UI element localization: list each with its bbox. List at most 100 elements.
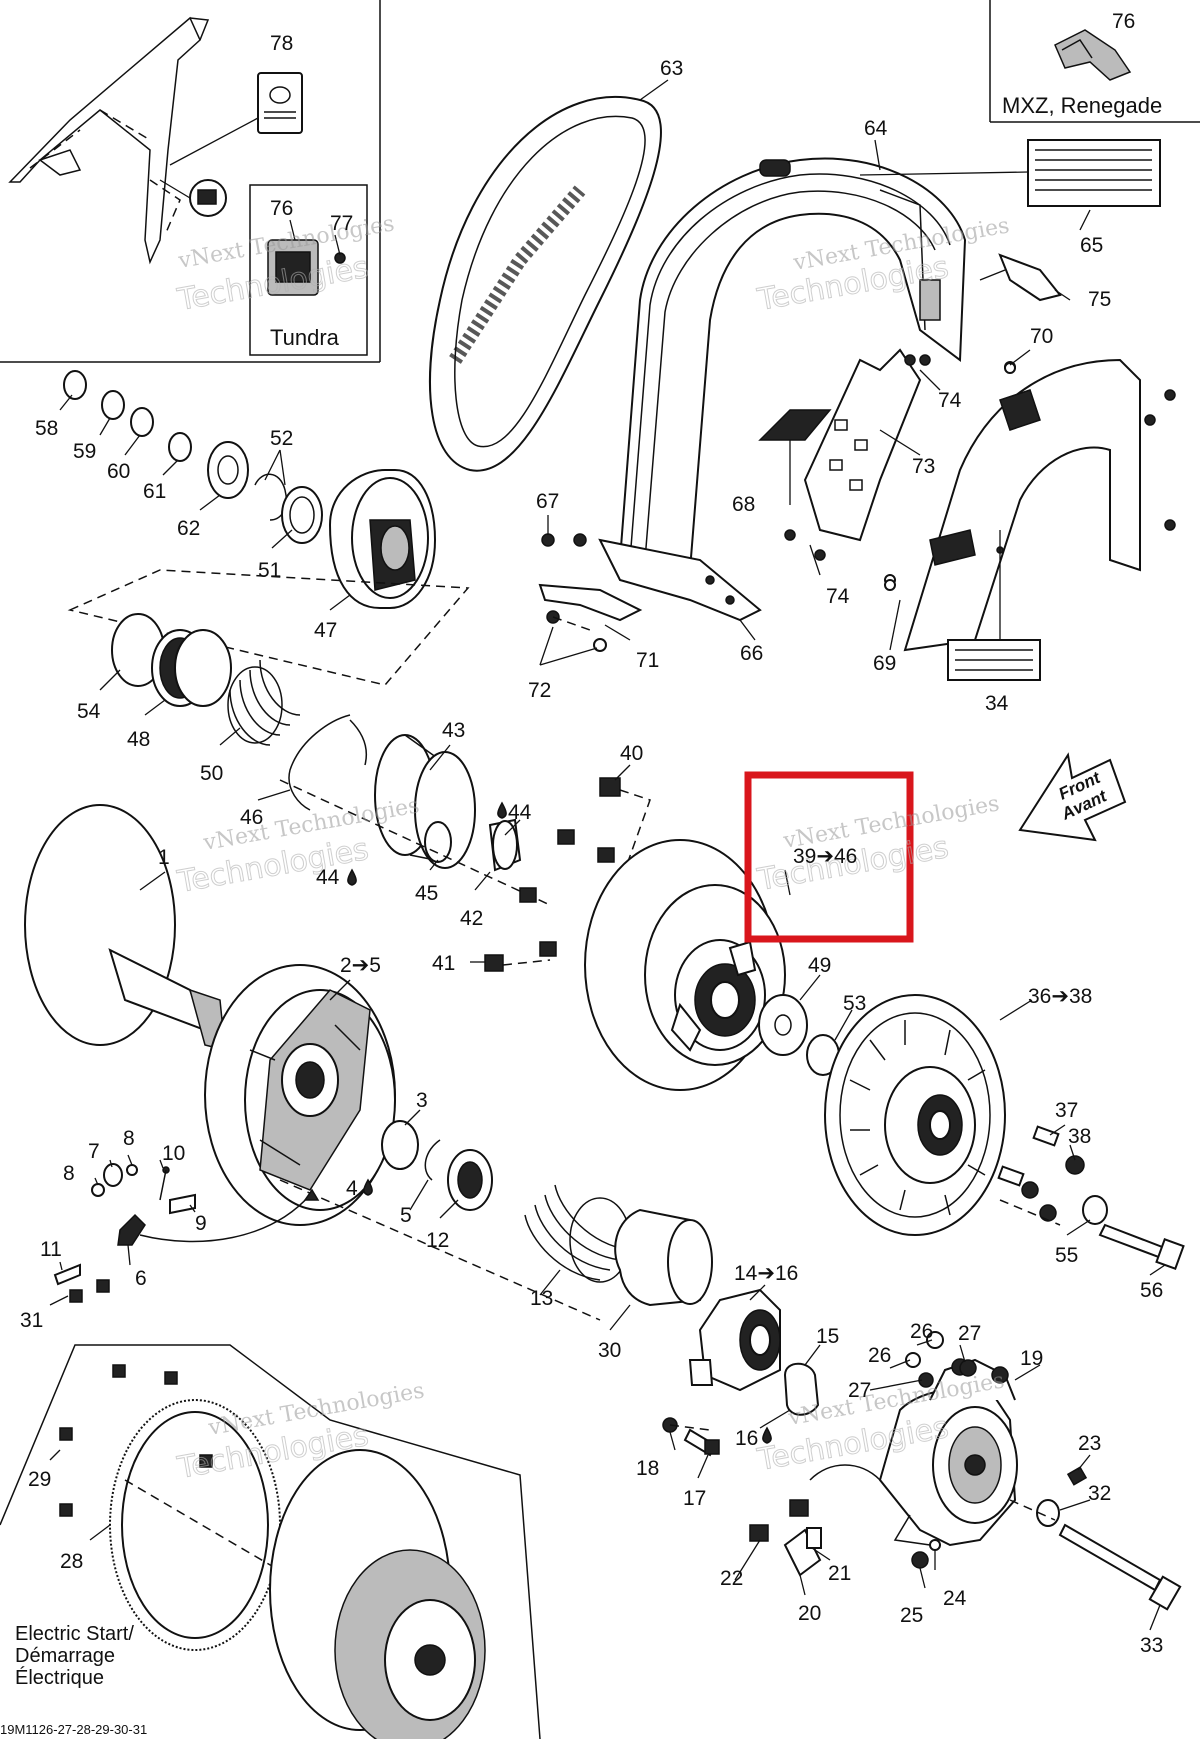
electric-start-label: Électrique: [15, 1666, 104, 1689]
callout-c31: 31: [20, 1309, 43, 1332]
callout-c45: 45: [415, 882, 438, 905]
housing-19: [878, 1358, 1018, 1547]
grease-drop-icon: [762, 1426, 772, 1444]
inset-frame-decals: [0, 0, 381, 363]
bolts-67-72: [538, 362, 1016, 652]
mxz-renegade-label: MXZ, Renegade: [1002, 93, 1162, 118]
clip-75: [998, 253, 1062, 302]
callout-c26a: 26: [910, 1320, 933, 1343]
callout-c44a: 44: [508, 801, 532, 824]
callout-c71: 71: [636, 649, 659, 672]
decal-34: [947, 530, 1041, 681]
highlight-box: [744, 771, 914, 943]
callout-c13: 13: [530, 1287, 553, 1310]
callout-c11: 11: [40, 1238, 62, 1261]
cam-weight-group: [53, 1163, 320, 1303]
callout-c46: 46: [240, 806, 263, 829]
callout-c76b: 76: [1112, 10, 1135, 33]
grease-drop-icon: [347, 868, 357, 886]
front-arrow: [1018, 752, 1127, 842]
callout-c5: 5: [400, 1204, 412, 1227]
callout-c69: 69: [873, 652, 896, 675]
callout-c32: 32: [1088, 1482, 1111, 1505]
leader-lines: [49, 79, 1166, 1631]
callout-c78: 78: [270, 32, 293, 55]
callout-c25: 25: [900, 1604, 923, 1627]
bracket-73: [803, 348, 931, 542]
callout-c48: 48: [127, 728, 150, 751]
electric-start-label: Electric Start/: [15, 1623, 134, 1645]
callout-c1: 1: [158, 846, 170, 869]
callout-c40: 40: [620, 742, 643, 765]
callout-c74a: 74: [938, 389, 962, 412]
callout-c8b: 8: [63, 1162, 75, 1185]
callout-c9: 9: [195, 1212, 207, 1235]
movable-sheave-2-5: [204, 964, 396, 1226]
drive-sheave-1: [24, 804, 226, 1051]
grease-drop-icon: [497, 801, 507, 819]
movable-sheave-36-38: [824, 994, 1006, 1236]
washers-49-53: [758, 994, 840, 1076]
drive-belt: [429, 95, 662, 472]
callout-c17: 17: [683, 1487, 706, 1510]
callout-c75: 75: [1088, 288, 1111, 311]
washers-58-62: [63, 370, 323, 544]
inset-electric-start: [0, 1344, 541, 1739]
callout-c51: 51: [258, 559, 281, 582]
callout-c53: 53: [843, 992, 866, 1015]
callout-c50: 50: [200, 762, 223, 785]
callout-c59: 59: [73, 440, 96, 463]
hardware-37-38-55-56: [997, 1125, 1185, 1270]
spring-cup-group: [111, 613, 301, 746]
callout-c7: 7: [88, 1140, 100, 1163]
callout-c26b: 26: [868, 1344, 891, 1367]
electric-start-label: Démarrage: [15, 1645, 115, 1667]
callout-c43: 43: [442, 719, 465, 742]
callout-c54: 54: [77, 700, 101, 723]
callout-c49: 49: [808, 954, 831, 977]
inset-mxz-renegade: [989, 0, 1200, 123]
callout-c52: 52: [270, 427, 293, 450]
callout-c12: 12: [426, 1229, 449, 1252]
callout-c20: 20: [798, 1602, 821, 1625]
callout-c8a: 8: [123, 1127, 135, 1150]
callout-c56: 56: [1140, 1279, 1163, 1302]
cam-14-16: [688, 1288, 820, 1416]
callout-c55: 55: [1055, 1244, 1078, 1267]
callout-c76a: 76: [270, 197, 293, 220]
callout-c2_5: 2➔5: [340, 954, 381, 977]
callout-c30: 30: [598, 1339, 621, 1362]
callout-c61: 61: [143, 480, 166, 503]
callout-c38: 38: [1068, 1125, 1091, 1148]
dashed-group-box: [67, 569, 470, 686]
callout-c27a: 27: [958, 1322, 981, 1345]
callout-c60: 60: [107, 460, 130, 483]
callout-c39_46: 39➔46: [793, 845, 857, 868]
callout-c28: 28: [60, 1550, 83, 1573]
callout-c23: 23: [1078, 1432, 1101, 1455]
callout-c62: 62: [177, 517, 200, 540]
callout-c34: 34: [985, 692, 1009, 715]
callout-c14_16: 14➔16: [734, 1262, 798, 1285]
callout-c58: 58: [35, 417, 58, 440]
callout-c18: 18: [636, 1457, 659, 1480]
callout-c6: 6: [135, 1267, 147, 1290]
callout-c44b: 44: [316, 866, 340, 889]
callout-c37: 37: [1055, 1099, 1078, 1122]
callout-c66: 66: [740, 642, 763, 665]
callout-c27b: 27: [848, 1379, 871, 1402]
grease-drop-icon: [363, 1178, 373, 1196]
callout-c36_38: 36➔38: [1028, 985, 1092, 1008]
callout-c24: 24: [943, 1587, 967, 1610]
callout-c42: 42: [460, 907, 483, 930]
callout-c29: 29: [28, 1468, 51, 1491]
callout-c72: 72: [528, 679, 551, 702]
callout-c4: 4: [346, 1177, 358, 1200]
sleeve-group: [279, 714, 551, 906]
hardware-20-33: [749, 1331, 1182, 1611]
callout-c70: 70: [1030, 325, 1053, 348]
spring-13: [524, 1184, 631, 1283]
callout-c77: 77: [330, 212, 353, 235]
callout-c33: 33: [1140, 1634, 1163, 1657]
